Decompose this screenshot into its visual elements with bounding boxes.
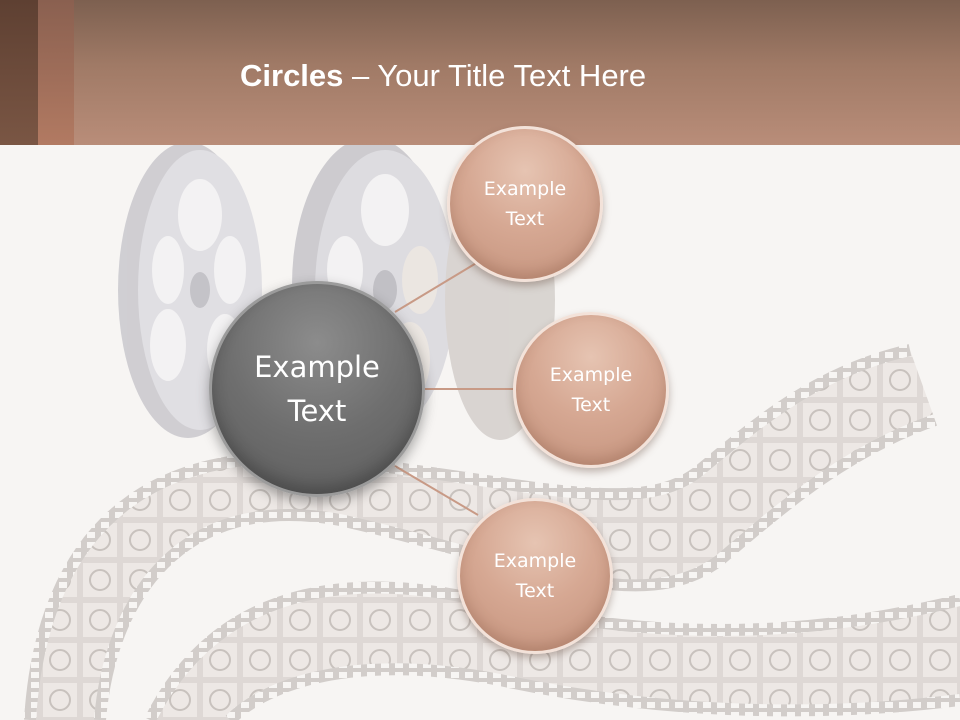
center-circle-line2: Text [287,394,347,428]
outer-circle-middle-line2: Text [571,394,611,416]
center-circle-line1: Example [254,350,380,384]
outer-circle-top[interactable]: Example Text [447,126,603,282]
header-bar: Circles – Your Title Text Here [0,0,960,145]
title-bold: Circles [240,58,344,93]
outer-circle-bottom-line1: Example [493,550,577,572]
title-rest: – Your Title Text Here [343,58,647,93]
center-circle[interactable]: Example Text [209,281,425,497]
header-accent-light [38,0,74,145]
outer-circle-top-line1: Example [483,178,567,200]
outer-circle-middle[interactable]: Example Text [513,312,669,468]
outer-circle-bottom[interactable]: Example Text [457,498,613,654]
outer-circle-bottom-line2: Text [515,580,555,602]
outer-circle-middle-line1: Example [549,364,633,386]
connector-bottom [394,465,479,516]
header-accent-dark [0,0,38,145]
slide-title[interactable]: Circles – Your Title Text Here [240,56,646,96]
outer-circle-top-line2: Text [505,208,545,230]
connector-top [394,261,479,313]
